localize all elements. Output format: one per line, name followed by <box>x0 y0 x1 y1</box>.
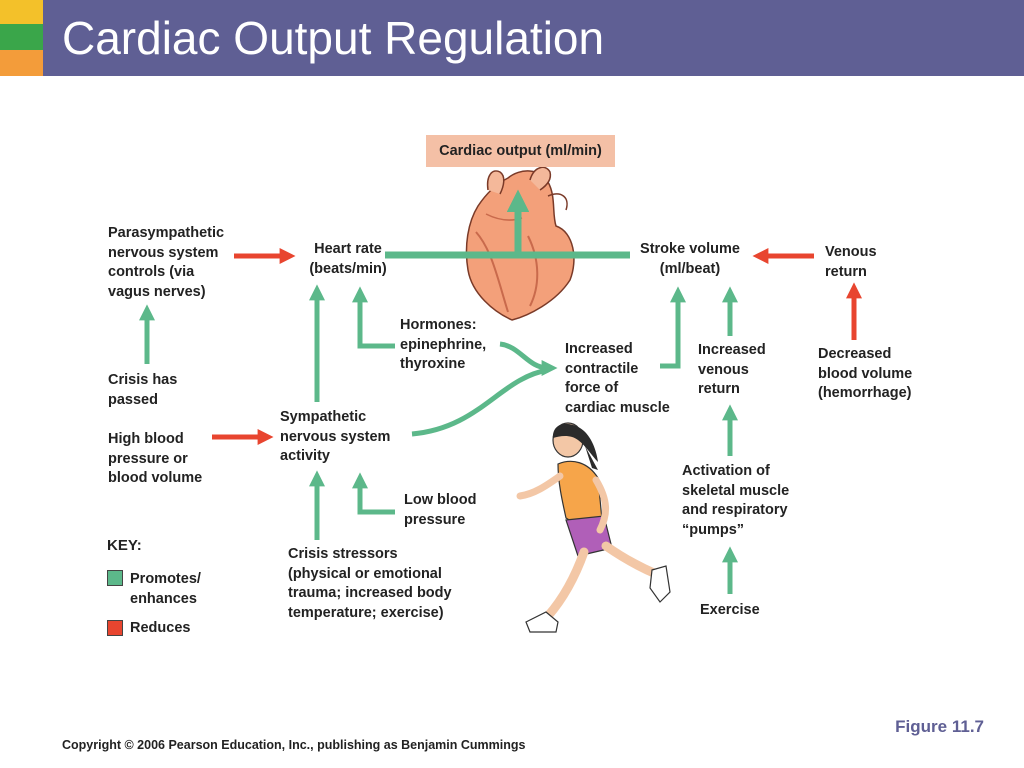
key-promotes-label: Promotes/ enhances <box>130 571 201 607</box>
arrow-contractility-to-sv <box>660 286 687 369</box>
key-promotes-swatch <box>107 570 123 586</box>
header-strip-green <box>0 24 43 50</box>
header-strip-orange <box>0 50 43 76</box>
node-venous-return: Venous return <box>825 244 877 280</box>
slide-header: Cardiac Output Regulation <box>0 0 1024 76</box>
runner-illustration <box>516 422 671 633</box>
key-reduces-label: Reduces <box>130 620 191 636</box>
arrow-low-bp-to-sympathetic <box>351 472 395 515</box>
node-stroke-volume: Stroke volume (ml/beat) <box>640 241 740 277</box>
cardiac-output-box: Cardiac output (ml/min) <box>426 135 615 167</box>
node-contractile-force: Increased contractile force of cardiac m… <box>565 341 670 416</box>
node-sympathetic: Sympathetic nervous system activity <box>280 409 391 464</box>
node-skeletal-pumps: Activation of skeletal muscle and respir… <box>682 463 790 538</box>
node-low-bp: Low blood pressure <box>404 492 477 528</box>
figure-label: Figure 11.7 <box>895 717 984 736</box>
node-increased-venous-return: Increased venous return <box>698 342 766 397</box>
node-high-bp: High blood pressure or blood volume <box>108 431 203 486</box>
slide-title: Cardiac Output Regulation <box>62 12 605 64</box>
node-heart-rate: Heart rate (beats/min) <box>309 241 387 277</box>
node-hormones: Hormones: epinephrine, thyroxine <box>400 317 487 372</box>
node-exercise: Exercise <box>700 602 760 618</box>
node-decreased-blood-volume: Decreased blood volume (hemorrhage) <box>818 346 913 401</box>
header-strip-yellow <box>0 0 43 24</box>
key-title: KEY: <box>107 537 142 554</box>
node-parasympathetic: Parasympathetic nervous system controls … <box>108 225 225 300</box>
arrow-hormones-to-contractility <box>499 341 558 376</box>
node-crisis-passed: Crisis has passed <box>108 372 178 408</box>
arrow-hormones-to-hr <box>351 286 395 349</box>
node-crisis-stressors: Crisis stressors (physical or emotional … <box>288 546 452 621</box>
key-reduces-swatch <box>107 620 123 636</box>
copyright-text: Copyright © 2006 Pearson Education, Inc.… <box>62 738 526 752</box>
arrow-sympathetic-to-contractility <box>411 367 549 437</box>
